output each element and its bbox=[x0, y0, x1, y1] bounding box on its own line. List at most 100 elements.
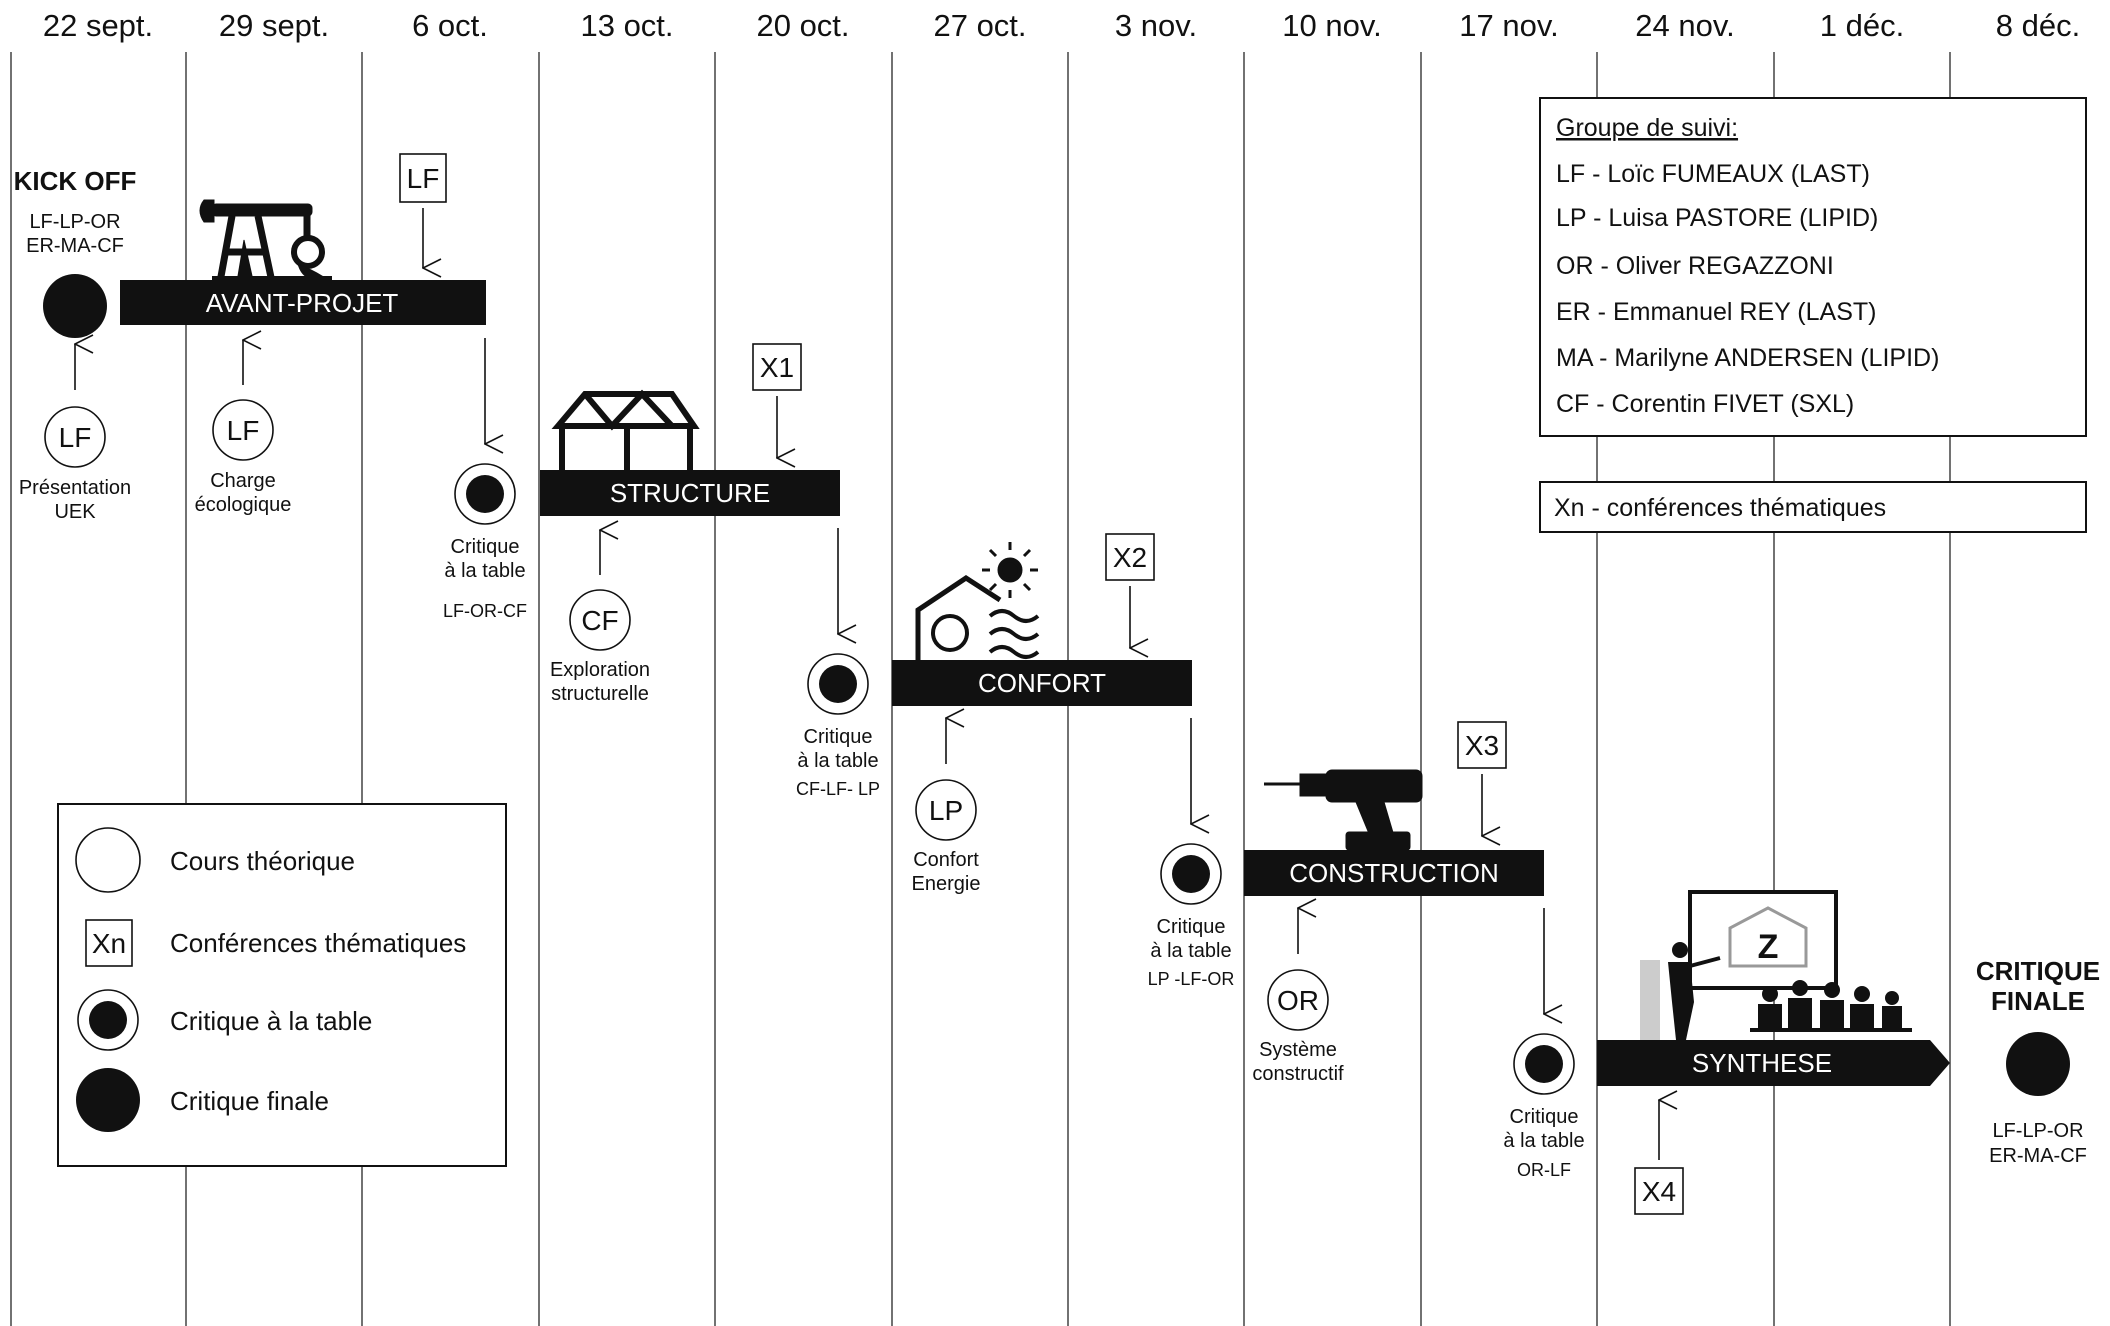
course-label-1: Confort bbox=[913, 849, 979, 871]
legend-conference: Conférences thématiques bbox=[170, 928, 466, 958]
date-label: 24 nov. bbox=[1635, 8, 1734, 43]
conference-code: LF bbox=[407, 163, 440, 194]
final-title-2: FINALE bbox=[1991, 986, 2085, 1016]
critique-table-4: Critique à la table OR-LF bbox=[1503, 1033, 1585, 1180]
group-member: MA - Marilyne ANDERSEN (LIPID) bbox=[1556, 344, 1939, 372]
group-member: LF - Loïc FUMEAUX (LAST) bbox=[1556, 160, 1870, 188]
course-code: OR bbox=[1277, 985, 1319, 1016]
course-label-1: Charge bbox=[210, 470, 276, 492]
course-circle bbox=[44, 406, 106, 468]
xn-note: Xn - conférences thématiques bbox=[1539, 481, 2087, 533]
conference-code: X2 bbox=[1113, 542, 1147, 573]
course-label-1: Exploration bbox=[550, 659, 650, 681]
date-label: 20 oct. bbox=[756, 8, 849, 43]
course-circle bbox=[915, 779, 977, 841]
phase-label: CONFORT bbox=[978, 668, 1106, 698]
course-label-2: constructif bbox=[1252, 1063, 1344, 1085]
phase-label: AVANT-PROJET bbox=[206, 288, 399, 318]
critique-finale: CRITIQUE FINALE LF-LP-OR ER-MA-CF bbox=[1976, 956, 2100, 1167]
group-member: LP - Luisa PASTORE (LIPID) bbox=[1556, 204, 1878, 232]
date-label: 1 déc. bbox=[1820, 8, 1904, 43]
critique-table-3: Critique à la table LP -LF-OR bbox=[1148, 843, 1235, 989]
kickoff: KICK OFF LF-LP-OR ER-MA-CF LF Présentati… bbox=[14, 166, 137, 523]
final-members-2: ER-MA-CF bbox=[1989, 1145, 2087, 1167]
presentation-icon: Z bbox=[1640, 890, 1912, 1040]
date-label: 13 oct. bbox=[580, 8, 673, 43]
whiteboard-letter: Z bbox=[1758, 928, 1779, 966]
legend: Cours théorique Xn Conférences thématiqu… bbox=[57, 803, 507, 1167]
group-member: ER - Emmanuel REY (LAST) bbox=[1556, 298, 1876, 326]
course-code: LF bbox=[227, 415, 260, 446]
course-label-1: Présentation bbox=[19, 477, 131, 499]
conference-box bbox=[1105, 533, 1155, 581]
kickoff-title: KICK OFF bbox=[14, 166, 137, 196]
critique-label-1: Critique bbox=[451, 536, 520, 558]
phase-bar bbox=[1244, 850, 1544, 896]
phase-label: CONSTRUCTION bbox=[1289, 858, 1498, 888]
date-label: 8 déc. bbox=[1996, 8, 2080, 43]
critique-label-1: Critique bbox=[804, 726, 873, 748]
phase-synthese: Z SYNTHESE X4 bbox=[1597, 890, 1950, 1215]
group-box: Groupe de suivi: LF - Loïc FUMEAUX (LAST… bbox=[1539, 97, 2087, 437]
critique-members: LF-OR-CF bbox=[443, 601, 527, 621]
house-sun-icon bbox=[915, 542, 1040, 660]
critique-finale-dot bbox=[2006, 1032, 2070, 1096]
phase-label: STRUCTURE bbox=[610, 478, 770, 508]
course-code: LP bbox=[929, 795, 963, 826]
phase-bar bbox=[120, 280, 486, 325]
conference-box bbox=[752, 343, 802, 391]
group-member: OR - Oliver REGAZZONI bbox=[1556, 252, 1834, 280]
course-label-2: structurelle bbox=[551, 683, 649, 705]
legend-critique-table: Critique à la table bbox=[170, 1006, 372, 1036]
critique-label-2: à la table bbox=[1150, 940, 1231, 962]
phase-confort: CONFORT LP Confort Energie X2 bbox=[892, 533, 1192, 895]
critique-table-2: Critique à la table CF-LF- LP bbox=[796, 653, 880, 799]
phase-bar bbox=[892, 660, 1192, 706]
critique-members: CF-LF- LP bbox=[796, 779, 880, 799]
drill-icon bbox=[1264, 769, 1423, 851]
legend-critique-finale: Critique finale bbox=[170, 1086, 329, 1116]
phase-label: SYNTHESE bbox=[1692, 1048, 1832, 1078]
critique-table-1: Critique à la table LF-OR-CF bbox=[443, 463, 527, 621]
xn-note-text: Xn - conférences thématiques bbox=[1554, 494, 1886, 522]
conference-code: X4 bbox=[1642, 1176, 1676, 1207]
critique-label-2: à la table bbox=[797, 750, 878, 772]
legend-critique-finale-symbol bbox=[76, 1068, 140, 1132]
course-code: CF bbox=[581, 605, 618, 636]
phase-bar bbox=[540, 470, 840, 516]
phase-bar bbox=[1597, 1040, 1950, 1086]
course-label-2: Energie bbox=[912, 873, 981, 895]
date-header: 22 sept. 29 sept. 6 oct. 13 oct. 20 oct.… bbox=[43, 8, 2080, 43]
date-label: 17 nov. bbox=[1459, 8, 1558, 43]
course-circle bbox=[212, 399, 274, 461]
course-label-2: écologique bbox=[195, 494, 292, 516]
date-label: 6 oct. bbox=[412, 8, 488, 43]
conference-box bbox=[1457, 721, 1507, 769]
course-circle bbox=[569, 589, 631, 651]
conference-box bbox=[1634, 1167, 1684, 1215]
course-code: LF bbox=[59, 422, 92, 453]
critique-finale-dot bbox=[43, 274, 107, 338]
critique-members: OR-LF bbox=[1517, 1160, 1571, 1180]
date-label: 22 sept. bbox=[43, 8, 153, 43]
kickoff-members-1: LF-LP-OR bbox=[29, 211, 120, 233]
legend-conference-code: Xn bbox=[92, 928, 126, 959]
conference-code: X3 bbox=[1465, 730, 1499, 761]
conference-code: X1 bbox=[760, 352, 794, 383]
date-label: 10 nov. bbox=[1282, 8, 1381, 43]
critique-members: LP -LF-OR bbox=[1148, 969, 1235, 989]
pump-jack-icon bbox=[199, 199, 332, 283]
phase-structure: STRUCTURE CF Exploration structurelle X1 bbox=[540, 343, 840, 705]
truss-icon bbox=[551, 389, 700, 470]
critique-label-1: Critique bbox=[1510, 1106, 1579, 1128]
date-label: 3 nov. bbox=[1115, 8, 1197, 43]
date-label: 29 sept. bbox=[219, 8, 329, 43]
phase-avant-projet: AVANT-PROJET LF Charge écologique LF bbox=[120, 153, 486, 516]
group-title: Groupe de suivi: bbox=[1556, 114, 1738, 142]
legend-course: Cours théorique bbox=[170, 846, 355, 876]
date-label: 27 oct. bbox=[933, 8, 1026, 43]
phase-construction: CONSTRUCTION OR Système constructif X3 bbox=[1244, 721, 1544, 1085]
group-member: CF - Corentin FIVET (SXL) bbox=[1556, 390, 1854, 418]
critique-label-1: Critique bbox=[1157, 916, 1226, 938]
